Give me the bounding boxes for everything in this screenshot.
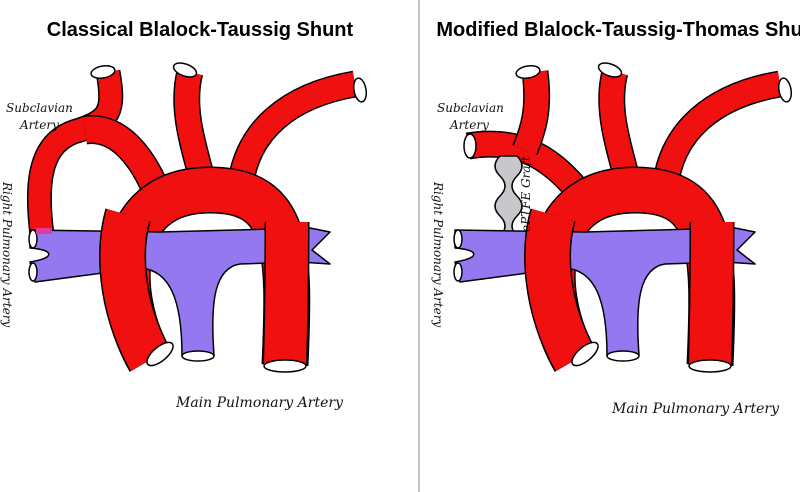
left-rpa-label: Right Pulmonary Artery bbox=[0, 181, 14, 327]
ascending-aorta bbox=[99, 208, 171, 372]
aorta-opening bbox=[571, 341, 599, 367]
pulmonary-opening bbox=[606, 350, 640, 362]
vessel-opening bbox=[597, 62, 623, 78]
left-subclavian-artery-fill bbox=[653, 72, 783, 192]
left-mpa-label: Main Pulmonary Artery bbox=[175, 395, 344, 411]
ascending-aorta-fill bbox=[100, 208, 170, 371]
vessel-opening bbox=[515, 64, 541, 80]
right-mpa-label: Main Pulmonary Artery bbox=[611, 401, 780, 417]
vessel-opening bbox=[352, 77, 368, 103]
anastomosis-site bbox=[36, 228, 52, 234]
aorta-opening bbox=[146, 341, 174, 367]
pulmonary-opening bbox=[181, 350, 215, 362]
vessel-opening bbox=[463, 133, 477, 159]
brachiocephalic-subclavian-artery-fill bbox=[28, 70, 122, 237]
pulmonary-opening bbox=[453, 229, 463, 249]
right-subclavian-label-1: Subclavian bbox=[437, 101, 504, 115]
left-subclavian-label-1: Subclavian bbox=[6, 101, 73, 115]
pulmonary-opening bbox=[28, 262, 38, 282]
brachiocephalic-subclavian-artery bbox=[465, 130, 596, 209]
descending-aorta bbox=[687, 221, 735, 366]
pulmonary-opening bbox=[28, 229, 38, 249]
descending-aorta-fill bbox=[689, 221, 733, 366]
classical-shunt-panel bbox=[26, 62, 368, 373]
right-title: Modified Blalock-Taussig-Thomas Shunt bbox=[436, 19, 800, 41]
descending-aorta-fill bbox=[264, 221, 308, 366]
aorta-opening bbox=[263, 359, 307, 373]
ascending-aorta-fill bbox=[525, 208, 595, 371]
graft-label: ePTFE Graft bbox=[519, 156, 533, 232]
right-rpa-label: Right Pulmonary Artery bbox=[431, 181, 445, 327]
brachiocephalic-subclavian-artery bbox=[26, 69, 124, 237]
modified-shunt-panel bbox=[453, 62, 793, 373]
vessel-opening bbox=[90, 64, 116, 80]
aorta-opening bbox=[688, 359, 732, 373]
pulmonary-opening bbox=[453, 262, 463, 282]
right-subclavian-label-2: Artery bbox=[449, 118, 489, 132]
left-subclavian-label-2: Artery bbox=[19, 118, 59, 132]
left-title: Classical Blalock-Taussig Shunt bbox=[47, 19, 354, 41]
left-subclavian-artery-fill bbox=[228, 72, 358, 192]
vessel-opening bbox=[777, 77, 793, 103]
vessel-opening bbox=[172, 62, 198, 78]
left-subclavian-artery bbox=[226, 70, 358, 192]
descending-aorta bbox=[262, 221, 310, 366]
ascending-aorta bbox=[524, 208, 596, 372]
brachiocephalic-branch bbox=[512, 70, 551, 156]
brachiocephalic-subclavian-artery-fill bbox=[466, 132, 595, 208]
brachiocephalic-branch-fill bbox=[513, 70, 549, 155]
left-subclavian-artery bbox=[651, 70, 783, 192]
